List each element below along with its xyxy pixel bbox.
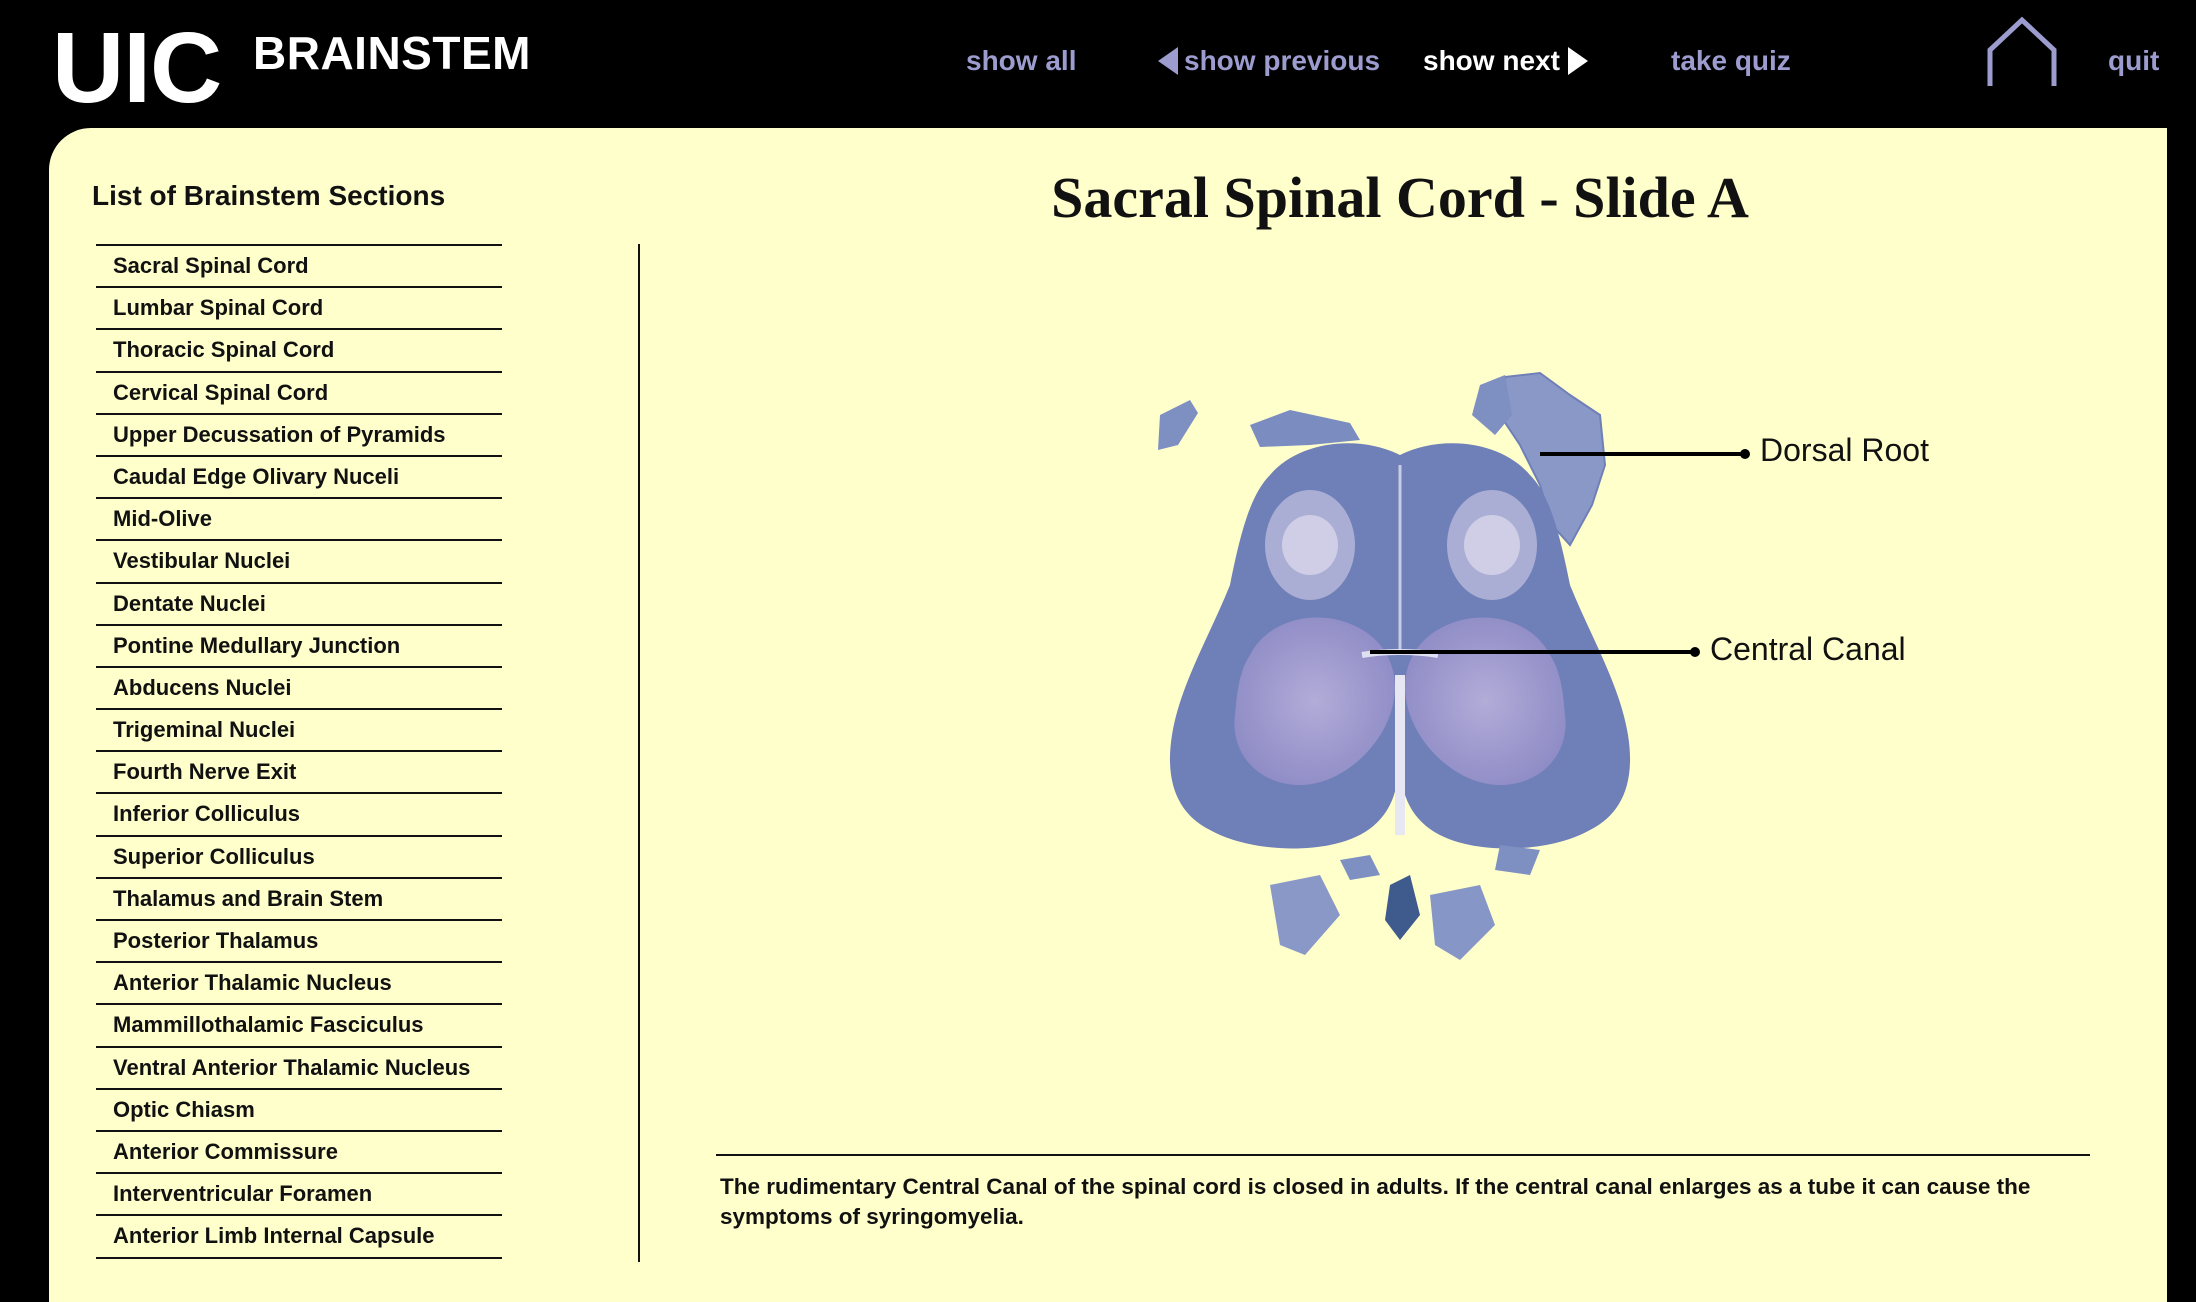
sections-list-title: List of Brainstem Sections — [92, 180, 446, 211]
content-panel — [49, 128, 2167, 1302]
slide-caption: The rudimentary Central Canal of the spi… — [720, 1174, 2031, 1229]
central-canal-label: Central Canal — [1710, 631, 1906, 667]
section-list-item[interactable]: Interventricular Foramen — [96, 1174, 502, 1217]
app-title: BRAINSTEM — [253, 27, 531, 79]
section-list-item[interactable]: Fourth Nerve Exit — [96, 752, 502, 795]
triangle-right-icon — [1567, 46, 1588, 75]
section-list-item[interactable]: Lumbar Spinal Cord — [96, 288, 502, 331]
section-list-item[interactable]: Dentate Nuclei — [96, 584, 502, 626]
show-previous-link[interactable]: show previous — [1158, 44, 1380, 78]
section-list-item[interactable]: Thoracic Spinal Cord — [96, 330, 502, 373]
section-list-item[interactable]: Anterior Commissure — [96, 1132, 502, 1175]
dorsal-root-pointer-line — [1540, 452, 1746, 456]
uic-logo: UIC — [52, 12, 222, 124]
section-list-item[interactable]: Anterior Limb Internal Capsule — [96, 1216, 502, 1259]
spinal-cord-slide-image — [1158, 371, 1631, 960]
slide-title: Sacral Spinal Cord - Slide A — [1051, 165, 1749, 230]
quit-label: quit — [2108, 45, 2160, 76]
central-canal-pointer-dot — [1690, 647, 1700, 657]
show-next-link[interactable]: show next — [1423, 44, 1588, 78]
section-list-item[interactable]: Posterior Thalamus — [96, 921, 502, 964]
central-canal-pointer-line — [1370, 650, 1696, 654]
show-next-label: show next — [1423, 45, 1560, 76]
take-quiz-label: take quiz — [1671, 45, 1791, 76]
home-icon[interactable] — [1982, 16, 2062, 90]
section-list-item[interactable]: Abducens Nuclei — [96, 668, 502, 711]
section-list-item[interactable]: Mid-Olive — [96, 499, 502, 542]
dorsal-root-pointer-dot — [1740, 449, 1750, 459]
triangle-left-icon — [1158, 46, 1178, 75]
take-quiz-link[interactable]: take quiz — [1671, 44, 1791, 78]
section-list-item[interactable]: Thalamus and Brain Stem — [96, 879, 502, 921]
show-previous-label: show previous — [1184, 45, 1381, 76]
section-list-item[interactable]: Trigeminal Nuclei — [96, 710, 502, 753]
section-list-item[interactable]: Anterior Thalamic Nucleus — [96, 963, 502, 1006]
section-list-item[interactable]: Cervical Spinal Cord — [96, 373, 502, 415]
section-list-item[interactable]: Mammillothalamic Fasciculus — [96, 1005, 502, 1048]
section-list-item[interactable]: Superior Colliculus — [96, 837, 502, 879]
caption-divider — [716, 1154, 2090, 1156]
show-all-label: show all — [966, 45, 1077, 76]
section-list-item[interactable]: Vestibular Nuclei — [96, 541, 502, 584]
section-list-item[interactable]: Inferior Colliculus — [96, 794, 502, 837]
section-list-item[interactable]: Ventral Anterior Thalamic Nucleus — [96, 1048, 502, 1090]
quit-link[interactable]: quit — [2108, 44, 2159, 78]
section-list-item[interactable]: Upper Decussation of Pyramids — [96, 415, 502, 457]
dorsal-root-label: Dorsal Root — [1760, 432, 1929, 468]
vertical-divider — [638, 244, 640, 1262]
section-list-item[interactable]: Pontine Medullary Junction — [96, 626, 502, 668]
section-list-item[interactable]: Optic Chiasm — [96, 1090, 502, 1132]
section-list-item[interactable]: Sacral Spinal Cord — [96, 246, 502, 289]
section-list-item[interactable]: Caudal Edge Olivary Nuceli — [96, 457, 502, 500]
show-all-link[interactable]: show all — [966, 44, 1076, 78]
